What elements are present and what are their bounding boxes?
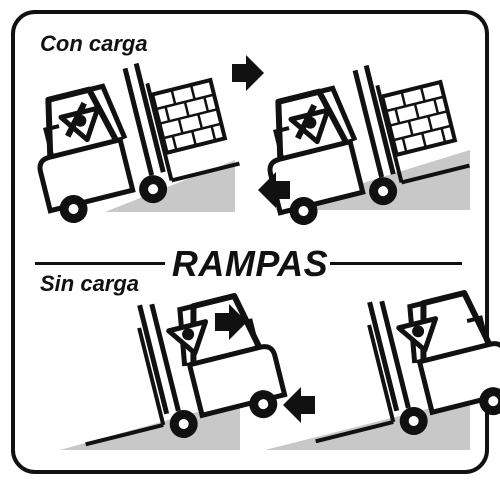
panel-loaded-up — [21, 55, 264, 228]
panel-unloaded-down — [265, 273, 500, 450]
title-rule-left — [35, 262, 165, 265]
title-rule-right — [330, 262, 462, 265]
unloaded-label: Sin carga — [40, 271, 140, 296]
panel-unloaded-up — [60, 276, 289, 450]
panel-loaded-down — [251, 64, 470, 230]
loaded-label: Con carga — [40, 31, 148, 56]
sign-title: RAMPAS — [171, 243, 329, 284]
